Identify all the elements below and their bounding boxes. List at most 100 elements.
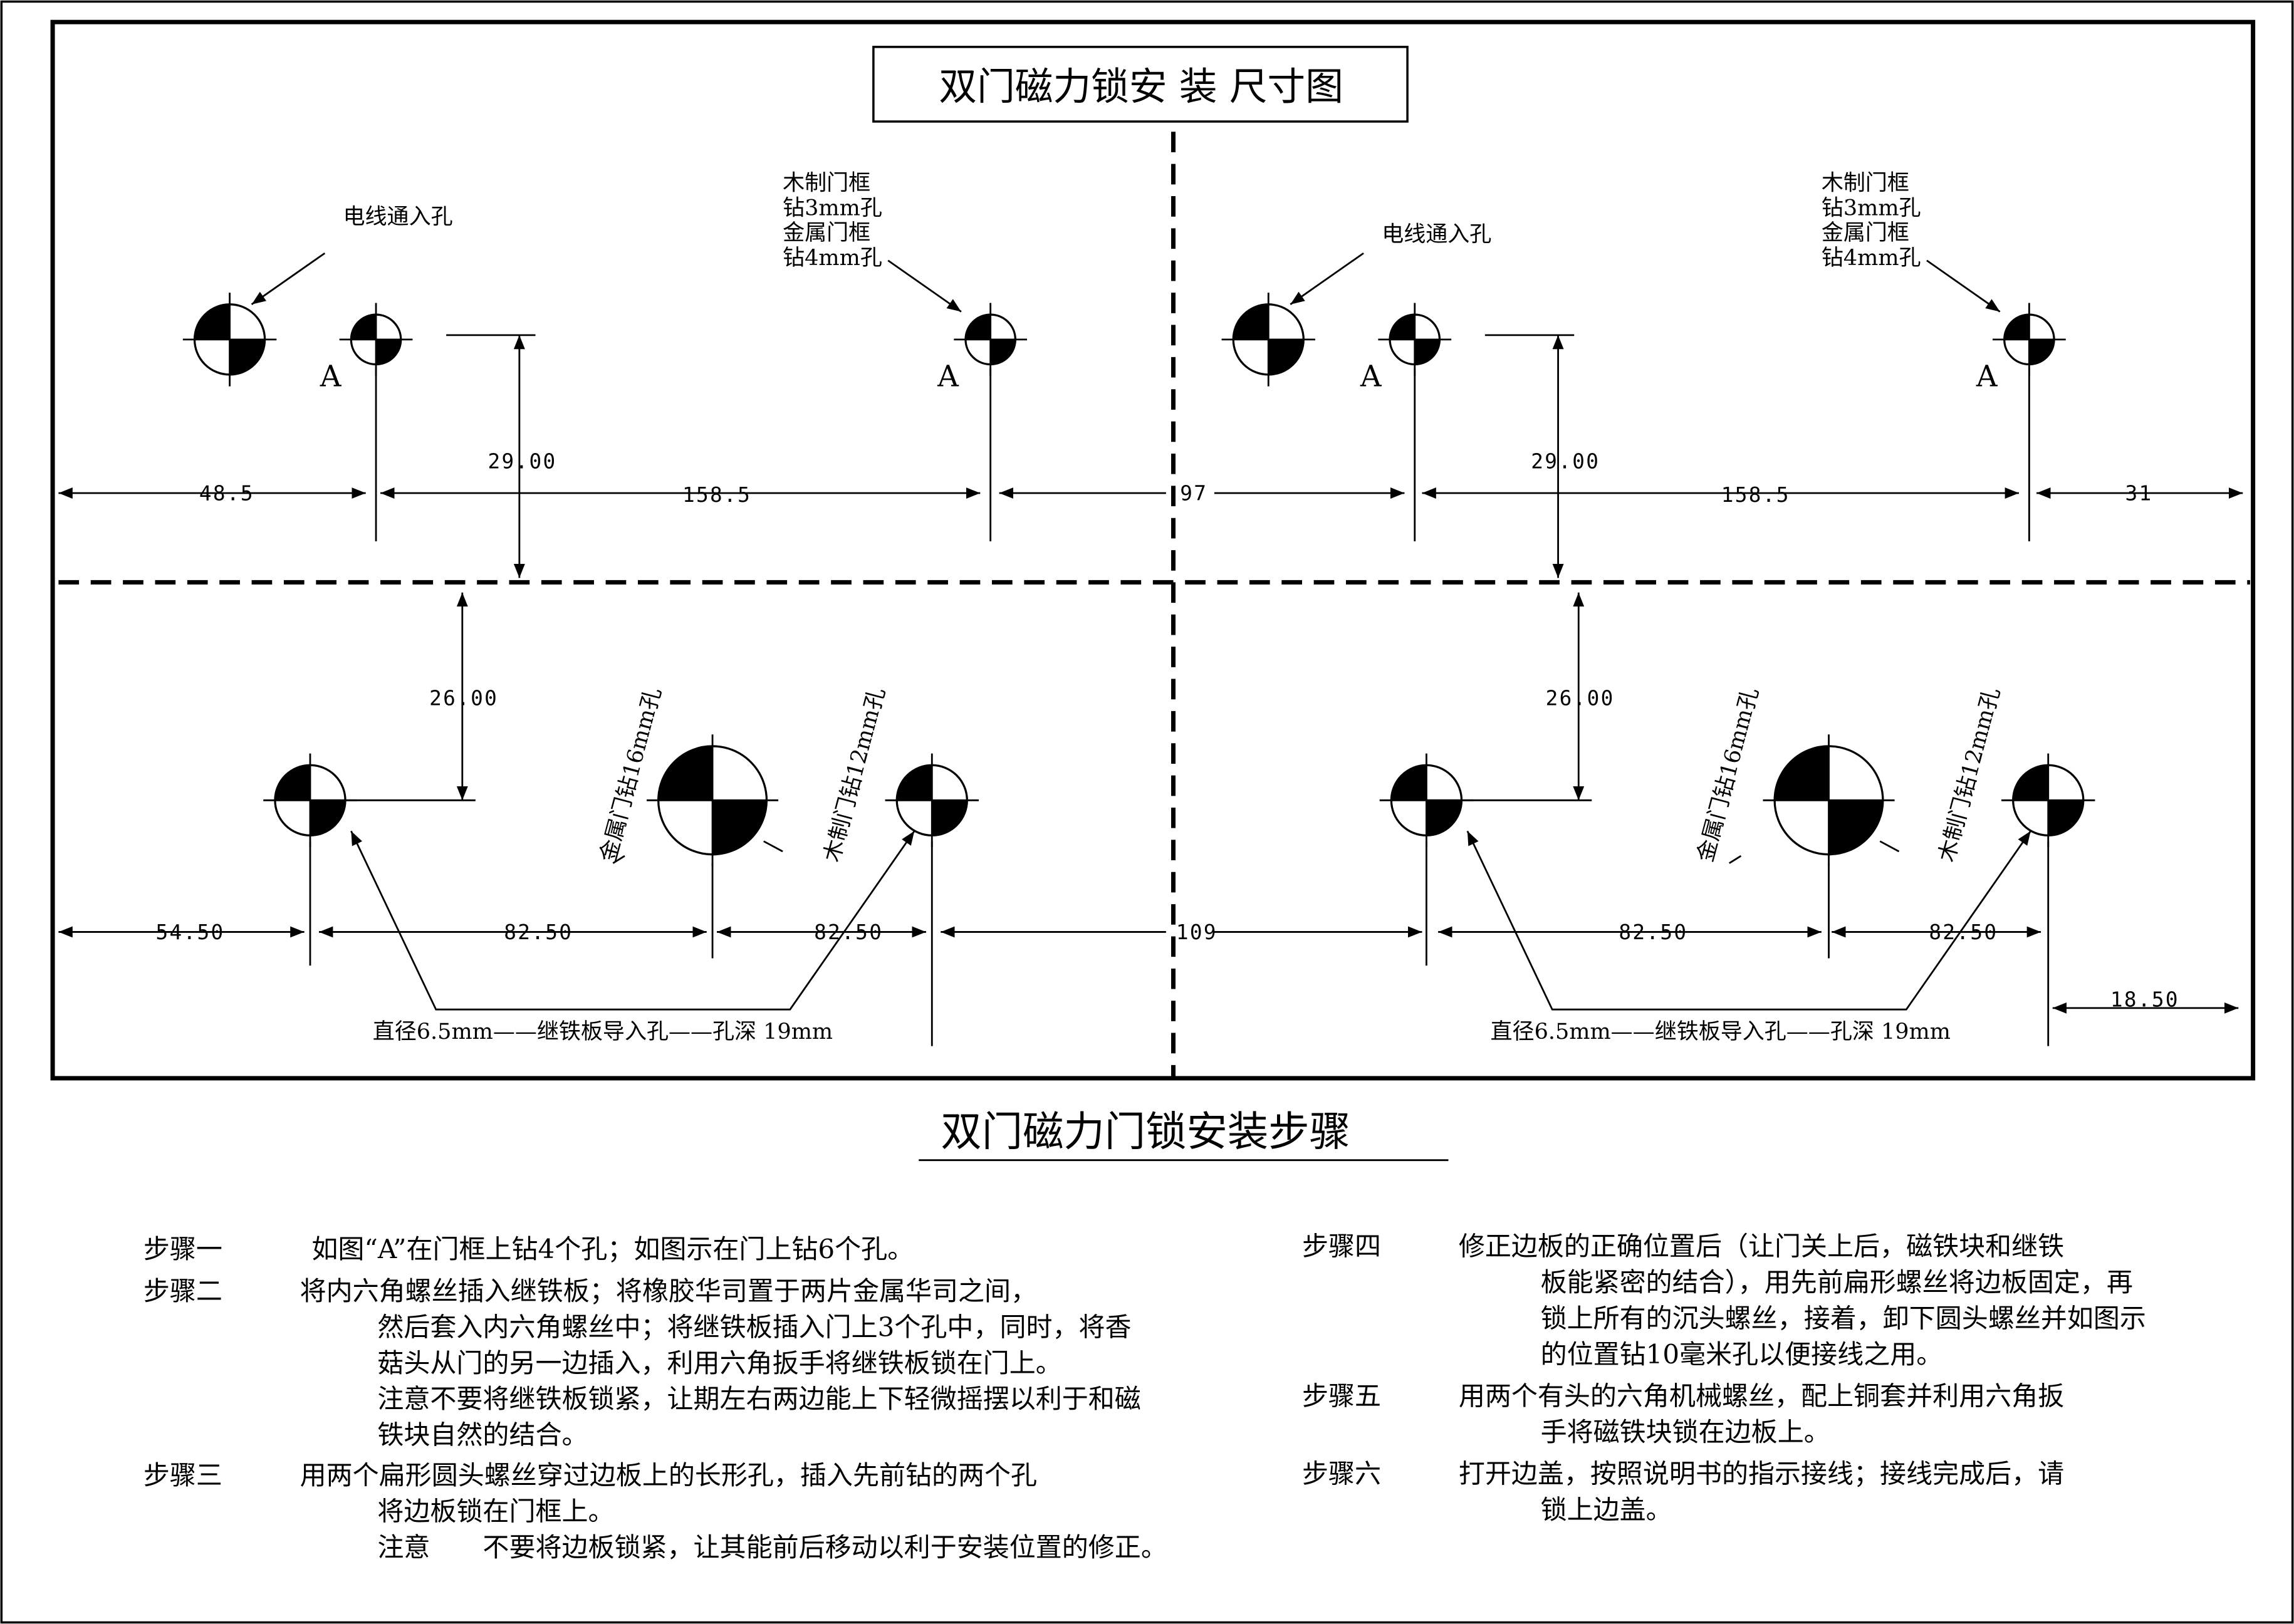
hole-quadrant: [1426, 800, 1462, 836]
dim-bottom-span: 82.50: [504, 920, 573, 944]
dim-top-left-offset: 48.5: [199, 482, 254, 506]
hole-quadrant: [1775, 746, 1829, 801]
hole-quadrant: [1268, 339, 1304, 375]
step-label: 步骤六: [1302, 1459, 1381, 1489]
step-text-line: 然后套入内六角螺丝中；将继铁板插入门上3个孔中，同时，将香: [377, 1311, 1131, 1342]
frame-hole-note-right: 木制门框 钻3mm孔 金属门框 钻4mm孔: [1822, 170, 1921, 271]
note-line: 钻4mm孔: [1822, 245, 1921, 271]
dim-bottom-middle: 109: [1176, 920, 1217, 944]
marker-a: A: [937, 360, 959, 394]
frame-hole-note-left: 木制门框 钻3mm孔 金属门框 钻4mm孔: [783, 170, 882, 271]
hole-quadrant: [1828, 800, 1883, 855]
step-label: 步骤五: [1302, 1381, 1381, 1412]
marker-a: A: [1976, 360, 1998, 394]
note-line: 钻3mm孔: [1822, 195, 1921, 221]
hole-quadrant: [2029, 339, 2055, 365]
drawing-frame: [50, 19, 2256, 1081]
frame-hole-arrow: [887, 259, 962, 313]
step-label: 步骤四: [1302, 1231, 1381, 1261]
marker-a: A: [320, 360, 342, 394]
frame-hole-symbol: [954, 303, 1028, 377]
hole-quadrant: [2013, 765, 2048, 801]
step-text-line: 菇头从门的另一边插入，利用六角扳手将继铁板锁在门上。: [377, 1348, 1061, 1378]
wood-door-hole-label: 木制门钻12mm孔: [819, 685, 890, 865]
wire-hole-arrow: [1290, 252, 1364, 305]
dim-bottom-span: 82.50: [814, 920, 883, 944]
label-leader: [763, 840, 783, 853]
dim-bottom-left-offset: 54.50: [156, 920, 225, 944]
guide-hole-label-left: 直径6.5mm——继铁板导入孔——孔深 19mm: [373, 1019, 833, 1044]
dim-top-span-left: 158.5: [682, 483, 751, 507]
hole-quadrant: [1233, 304, 1269, 340]
wire-hole-arrow: [251, 252, 326, 305]
step-text-line: 锁上边盖。: [1541, 1494, 1672, 1525]
dim-bottom-height-right: 26.00: [1546, 687, 1615, 710]
hole-quadrant: [897, 765, 932, 801]
note-line: 钻4mm孔: [783, 245, 882, 271]
step-text-line: 如图“A”在门框上钻4个孔；如图示在门上钻6个孔。: [311, 1234, 914, 1264]
guide-hole-leader: [1466, 830, 2031, 1011]
step-text-line: 用两个扁形圆头螺丝穿过边板上的长形孔，插入先前钻的两个孔: [300, 1460, 1037, 1491]
note-line: 木制门框: [783, 170, 870, 196]
frame-hole-arrow: [1926, 259, 2001, 313]
hole-quadrant: [2004, 315, 2030, 340]
door-hole-symbol: [2001, 753, 2095, 848]
steps-list: 步骤一 如图“A”在门框上钻4个孔；如图示在门上钻6个孔。步骤二将内六角螺丝插入继…: [143, 1231, 2146, 1563]
drawing-title: 双门磁力锁安 装 尺寸图: [939, 65, 1343, 109]
hole-quadrant: [310, 800, 346, 836]
dim-top-height-right: 29.00: [1531, 449, 1600, 473]
step-text-line: 的位置钻10毫米孔以便接线之用。: [1541, 1339, 1943, 1370]
door-hole-large-symbol: [646, 734, 779, 867]
frame-hole-symbol: [1993, 303, 2066, 377]
dim-top-right-offset: 31: [2125, 482, 2153, 506]
wood-door-hole-label: 木制门钻12mm孔: [1934, 685, 2005, 865]
step-text-line: 修正边板的正确位置后（让门关上后，磁铁块和继铁: [1459, 1231, 2064, 1261]
frame-hole-symbol: [1378, 303, 1452, 377]
step-text-line: 将内六角螺丝插入继铁板；将橡胶华司置于两片金属华司之间，: [300, 1276, 1037, 1306]
steps-title: 双门磁力门锁安装步骤: [941, 1108, 1350, 1155]
step-item: 步骤一 如图“A”在门框上钻4个孔；如图示在门上钻6个孔。: [143, 1234, 914, 1264]
dim-top-middle: 97: [1180, 482, 1207, 506]
hole-quadrant: [274, 765, 310, 801]
step-label: 步骤三: [143, 1460, 222, 1491]
hole-quadrant: [194, 304, 230, 340]
wire-hole-symbol: [182, 293, 277, 387]
title-box: [872, 46, 1409, 123]
step-text-line: 锁上所有的沉头螺丝，接着，卸下圆头螺丝并如图示: [1541, 1303, 2146, 1333]
step-item: 步骤三用两个扁形圆头螺丝穿过边板上的长形孔，插入先前钻的两个孔将边板锁在门框上。…: [143, 1460, 1167, 1563]
guide-hole-leader: [350, 830, 915, 1011]
hole-quadrant: [1390, 315, 1415, 340]
note-line: 金属门框: [783, 220, 870, 246]
hole-quadrant: [712, 800, 767, 855]
dim-top-height-left: 29.00: [488, 449, 557, 473]
step-text-line: 板能紧密的结合），用先前扁形螺丝将边板固定，再: [1541, 1267, 2133, 1298]
step-item: 步骤二将内六角螺丝插入继铁板；将橡胶华司置于两片金属华司之间，然后套入内六角螺丝…: [143, 1276, 1141, 1450]
hole-quadrant: [658, 746, 713, 801]
marker-a: A: [1360, 360, 1382, 394]
hole-quadrant: [932, 800, 967, 836]
wire-hole-label-left: 电线通入孔: [343, 204, 453, 229]
note-line: 木制门框: [1822, 170, 1909, 196]
hole-quadrant: [1414, 339, 1440, 365]
guide-hole-label-right: 直径6.5mm——继铁板导入孔——孔深 19mm: [1491, 1019, 1951, 1044]
note-line: 钻3mm孔: [783, 195, 882, 221]
door-hole-symbol: [885, 753, 979, 848]
dim-bottom-span: 82.50: [1929, 920, 1998, 944]
step-text-line: 注意不要将继铁板锁紧，让期左右两边能上下轻微摇摆以利于和磁: [377, 1383, 1140, 1414]
hole-quadrant: [2048, 800, 2083, 836]
metal-door-hole-label: 金属门钻16mm孔: [1692, 685, 1764, 865]
step-text-line: 打开边盖，按照说明书的指示接线；接线完成后，请: [1459, 1459, 2064, 1489]
step-text-line: 用两个有头的六角机械螺丝，配上铜套并利用六角扳: [1459, 1381, 2064, 1412]
step-text-line: 注意 不要将边板锁紧，让其能前后移动以利于安装位置的修正。: [377, 1532, 1167, 1563]
hole-quadrant: [965, 315, 991, 340]
step-text-line: 手将磁铁块锁在边板上。: [1541, 1417, 1830, 1447]
label-leader: [612, 855, 625, 864]
step-label: 步骤一: [143, 1234, 222, 1264]
hole-quadrant: [990, 339, 1016, 365]
label-leader: [1729, 855, 1742, 864]
note-line: 金属门框: [1822, 220, 1909, 246]
step-item: 步骤四 修正边板的正确位置后（让门关上后，磁铁块和继铁板能紧密的结合），用先前扁形…: [1302, 1231, 2146, 1369]
